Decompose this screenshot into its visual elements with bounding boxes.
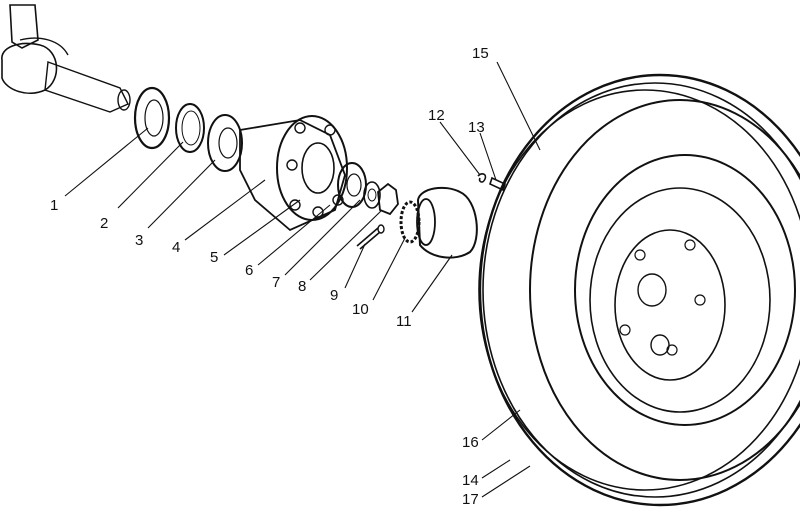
- part-number-10: 10: [352, 301, 369, 318]
- wheel-and-tire: [478, 73, 800, 507]
- cotter-pin: [356, 224, 385, 250]
- inner-bearing: [207, 114, 243, 172]
- steering-knuckle: [1, 4, 131, 113]
- part-number-13: 13: [468, 119, 485, 136]
- part-number-6: 6: [245, 262, 253, 279]
- part-number-17: 17: [462, 491, 479, 508]
- part-number-5: 5: [210, 249, 218, 266]
- oil-seal: [133, 86, 171, 150]
- retaining-ring: [175, 103, 205, 153]
- part-number-1: 1: [50, 197, 58, 214]
- part-number-14: 14: [462, 472, 479, 489]
- part-number-15: 15: [472, 45, 489, 62]
- part-number-9: 9: [330, 287, 338, 304]
- washer: [363, 181, 381, 209]
- part-number-11: 11: [396, 313, 412, 330]
- part-number-7: 7: [272, 274, 280, 291]
- hub-cap: [416, 186, 478, 259]
- wheel-hub: [239, 115, 348, 232]
- part-number-3: 3: [135, 232, 143, 249]
- leader-lines: [64, 61, 541, 498]
- part-number-4: 4: [172, 239, 180, 256]
- castle-nut: [377, 182, 399, 216]
- part-number-8: 8: [298, 278, 306, 295]
- bolt-and-washer: [477, 173, 506, 192]
- part-number-16: 16: [462, 434, 479, 451]
- part-number-2: 2: [100, 215, 108, 232]
- part-numbers: 1 2 3 4 5 6 7 8 9 10 11 12 13 14 15 16 1…: [50, 45, 489, 508]
- part-number-12: 12: [428, 107, 445, 124]
